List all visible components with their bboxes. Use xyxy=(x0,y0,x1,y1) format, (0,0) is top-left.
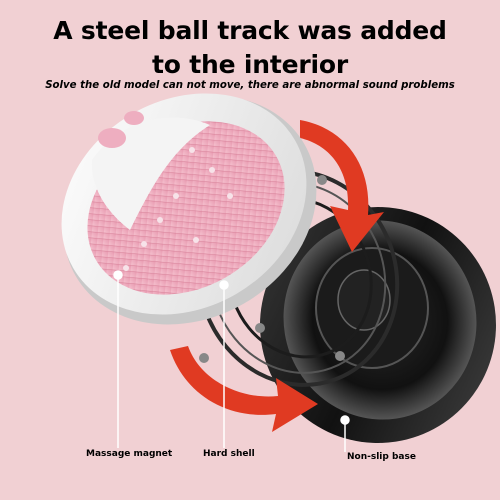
subheadline: Solve the old model can not move, there … xyxy=(45,80,455,91)
massage-magnet-pad xyxy=(87,111,285,295)
headline-line-2: to the interior xyxy=(152,50,348,79)
headline-line-1: A steel ball track was added xyxy=(53,16,447,45)
callout-hard-shell: Hard shell xyxy=(203,449,255,459)
callout-non-slip-base: Non-slip base xyxy=(347,452,416,462)
non-slip-base xyxy=(260,207,496,443)
rotation-arrow-icon xyxy=(170,120,384,432)
callout-pointers xyxy=(113,270,350,452)
callout-massage-magnet: Massage magnet xyxy=(86,449,173,459)
